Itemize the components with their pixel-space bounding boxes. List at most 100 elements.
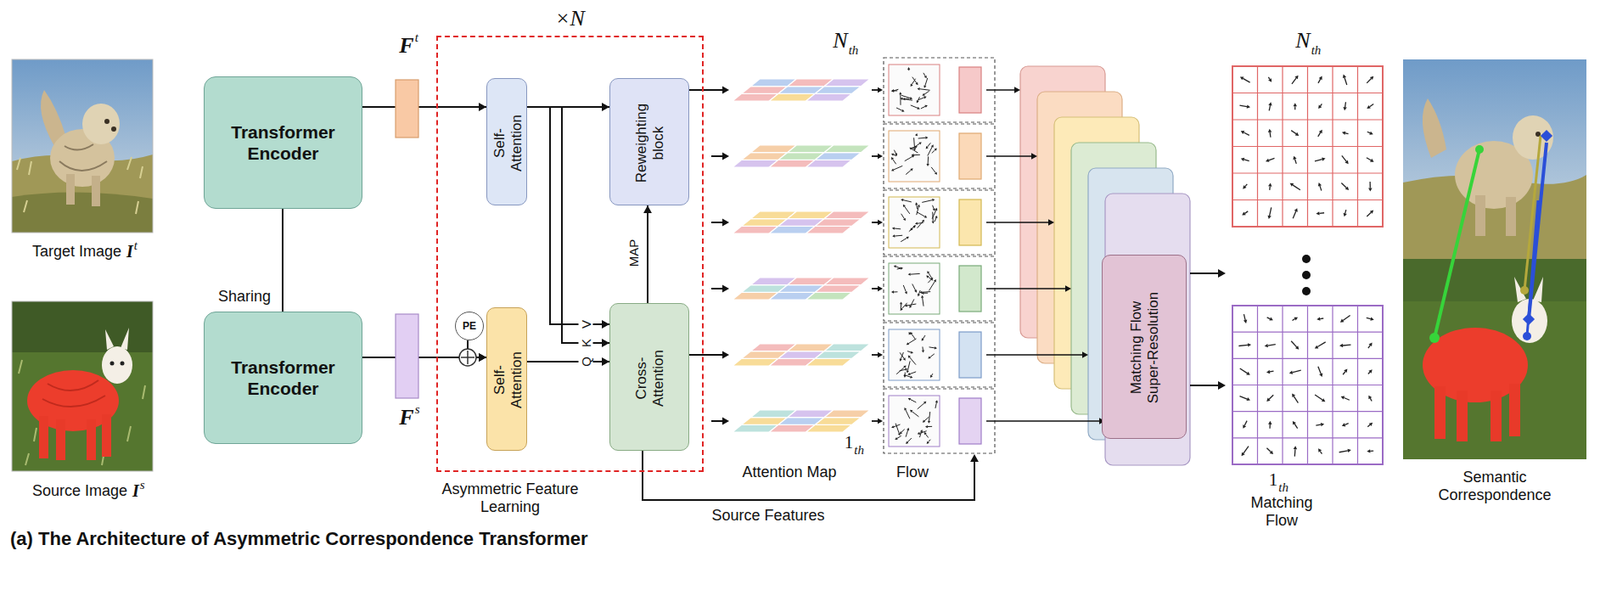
flow-vector — [1339, 343, 1351, 348]
flow-vector-part — [1344, 101, 1347, 107]
correspondence-photo-part — [1403, 59, 1587, 259]
flow-vector — [1292, 207, 1298, 219]
flow-arrow-part — [722, 351, 730, 360]
annotation-label: t — [415, 31, 419, 45]
flow-vector-part — [923, 84, 927, 88]
flow-vector-part — [1292, 156, 1297, 160]
flow-vector-part — [1314, 394, 1323, 400]
flow-vector — [897, 267, 904, 270]
flow-vector-part — [1291, 78, 1297, 85]
flow-vector — [926, 439, 931, 444]
flow-arrow — [986, 351, 1089, 359]
flow-vector — [1367, 131, 1374, 135]
flow-vector-part — [904, 97, 910, 100]
flow-vector-part — [1266, 398, 1270, 402]
flow-vector — [921, 198, 935, 203]
flow-vector-part — [929, 347, 936, 349]
node-label: Self-Attention — [490, 102, 524, 184]
flow-vector-part — [1341, 395, 1346, 399]
flow-vector-part — [898, 432, 901, 436]
flow-vector-part — [1339, 343, 1343, 348]
source-photo-part — [11, 301, 153, 353]
correspondence-photo-part — [1403, 258, 1587, 460]
flow-vector — [1368, 369, 1373, 374]
attention-map-part — [824, 343, 871, 352]
flow-vector-part — [1341, 131, 1346, 135]
flow-vector-part — [1292, 185, 1301, 191]
flow-vector-part — [900, 237, 907, 242]
flow-vector-part — [930, 277, 933, 281]
flow-vector-part — [1292, 370, 1302, 373]
flow-vector-part — [916, 106, 920, 110]
flow-vector-part — [1243, 320, 1247, 324]
flow-vector-part — [1267, 215, 1271, 219]
flow-vector-part — [1242, 424, 1247, 429]
flow-vector — [929, 346, 938, 349]
flow-vector — [1318, 366, 1323, 377]
flow-vector — [917, 431, 927, 435]
target-photo-part — [11, 191, 153, 233]
flow-vector-part — [934, 148, 938, 152]
flow-vector-part — [926, 275, 929, 279]
flow-arrow-part — [871, 89, 878, 91]
flow-vector — [1265, 157, 1275, 163]
group-title: Asymmetric Feature Learning — [437, 480, 583, 516]
flow-vector-part — [1291, 130, 1297, 135]
feature-bar — [395, 314, 419, 399]
flow-vector-part — [1244, 421, 1247, 427]
source-photo-part — [86, 419, 96, 461]
flow-vector-part — [1268, 424, 1271, 429]
annotation-label: s — [415, 403, 421, 416]
flow-vector-part — [934, 346, 938, 349]
flow-vector-part — [894, 437, 898, 440]
flow-vector — [1367, 422, 1373, 427]
flow-vector — [1315, 211, 1325, 215]
matching-flow-grid — [1232, 66, 1383, 227]
flow-vector-part — [1268, 77, 1270, 80]
flow-vector — [931, 167, 938, 175]
flow-arrow-part — [986, 89, 1015, 91]
correspondence-photo-part — [1456, 390, 1468, 442]
flow-vector — [1239, 396, 1251, 401]
flow-vector — [909, 298, 914, 309]
flow-arrow-part — [871, 221, 878, 224]
flow-arrow — [986, 152, 1038, 160]
flow-vector — [1339, 449, 1352, 453]
flow-vector-part — [903, 204, 906, 208]
flow-arrow — [1190, 269, 1226, 278]
flow-vector-part — [909, 409, 913, 413]
flow-vector-part — [932, 207, 936, 211]
flow-vector-part — [1369, 104, 1375, 107]
flow-vector-part — [1342, 371, 1346, 376]
node-label: Matching Flow Super-Resolution — [1128, 280, 1162, 416]
flow-arrow — [711, 417, 730, 426]
flow-vector-part — [905, 409, 910, 419]
flow-vector-part — [908, 398, 911, 401]
annotation-label: Source Image — [32, 482, 128, 500]
generated-figures — [642, 57, 1383, 500]
flow-vector-part — [894, 235, 903, 237]
flow-vector-part — [905, 441, 909, 444]
flow-vector-part — [913, 137, 916, 148]
flow-vector — [899, 301, 903, 309]
flow-vector-part — [909, 168, 913, 171]
flow-vector — [931, 148, 938, 154]
flow-vector — [1240, 130, 1250, 135]
connector-arrow — [527, 357, 610, 366]
flow-vector-part — [1292, 421, 1297, 426]
flow-vector-part — [1339, 450, 1348, 453]
attention-map-part — [824, 211, 871, 219]
source-features-wire-part — [642, 449, 975, 500]
flow-vector-part — [903, 200, 912, 203]
flow-vector-part — [907, 303, 917, 306]
flow-vector — [1268, 183, 1272, 191]
flow-vector — [916, 212, 927, 219]
flow-vector — [1318, 182, 1322, 191]
flow-vector — [915, 133, 918, 136]
flow-vector-part — [898, 91, 902, 95]
flow-vector-part — [1342, 314, 1350, 320]
flow-vector — [896, 107, 905, 113]
flow-vector-part — [1290, 183, 1295, 187]
flow-vector — [906, 338, 917, 345]
upsampler-box: Matching Flow Super-Resolution — [1101, 254, 1187, 439]
